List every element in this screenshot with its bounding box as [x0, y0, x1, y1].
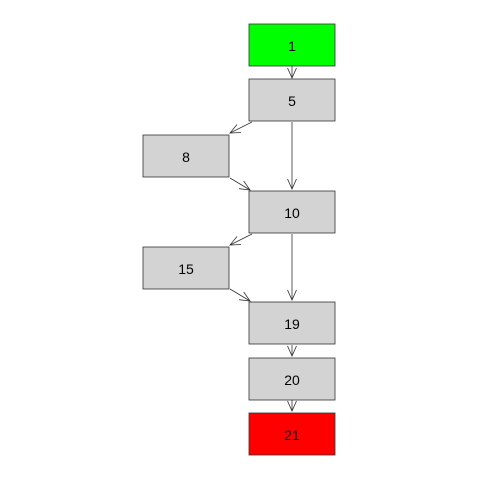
- edge-n20-to-n21: [287, 400, 297, 412]
- node-21: 21: [248, 412, 336, 456]
- edge-n5-to-n10: [287, 122, 297, 190]
- node-15: 15: [142, 246, 230, 290]
- node-1: 1: [248, 23, 336, 67]
- node-box: [248, 190, 336, 234]
- node-box: [248, 412, 336, 456]
- arrowhead-icon: [287, 400, 297, 412]
- edge-n8-to-n10: [229, 177, 251, 191]
- arrowhead-icon: [287, 178, 297, 190]
- arrowhead-icon: [239, 291, 251, 302]
- node-5: 5: [248, 78, 336, 122]
- edge-n19-to-n20: [287, 345, 297, 357]
- node-label: 15: [178, 261, 194, 277]
- arrowhead-icon: [287, 289, 297, 301]
- node-box: [142, 134, 230, 178]
- arrowhead-icon: [229, 124, 242, 134]
- node-box: [248, 357, 336, 401]
- arrowhead-icon: [287, 345, 297, 357]
- node-10: 10: [248, 190, 336, 234]
- edge-line: [229, 233, 253, 246]
- edge-n1-to-n5: [287, 66, 297, 79]
- node-19: 19: [248, 301, 336, 345]
- edge-n15-to-n19: [229, 288, 251, 302]
- node-box: [142, 246, 230, 290]
- node-label: 20: [284, 372, 300, 388]
- node-label: 8: [182, 149, 190, 165]
- edge-n10-to-n19: [287, 234, 297, 301]
- node-20: 20: [248, 357, 336, 401]
- edge-line: [229, 288, 251, 302]
- node-8: 8: [142, 134, 230, 178]
- edges-layer: [229, 66, 297, 412]
- edge-line: [229, 121, 253, 134]
- node-label: 1: [288, 38, 296, 54]
- node-label: 10: [284, 205, 300, 221]
- node-label: 5: [288, 93, 296, 109]
- node-label: 21: [284, 427, 300, 443]
- arrowhead-icon: [287, 67, 297, 79]
- node-box: [248, 23, 336, 67]
- node-box: [248, 301, 336, 345]
- arrowhead-icon: [229, 236, 242, 246]
- edge-n5-to-n8: [229, 121, 253, 134]
- node-label: 19: [284, 316, 300, 332]
- arrowhead-icon: [239, 180, 251, 191]
- node-box: [248, 78, 336, 122]
- edge-line: [229, 177, 251, 191]
- edge-n10-to-n15: [229, 233, 253, 246]
